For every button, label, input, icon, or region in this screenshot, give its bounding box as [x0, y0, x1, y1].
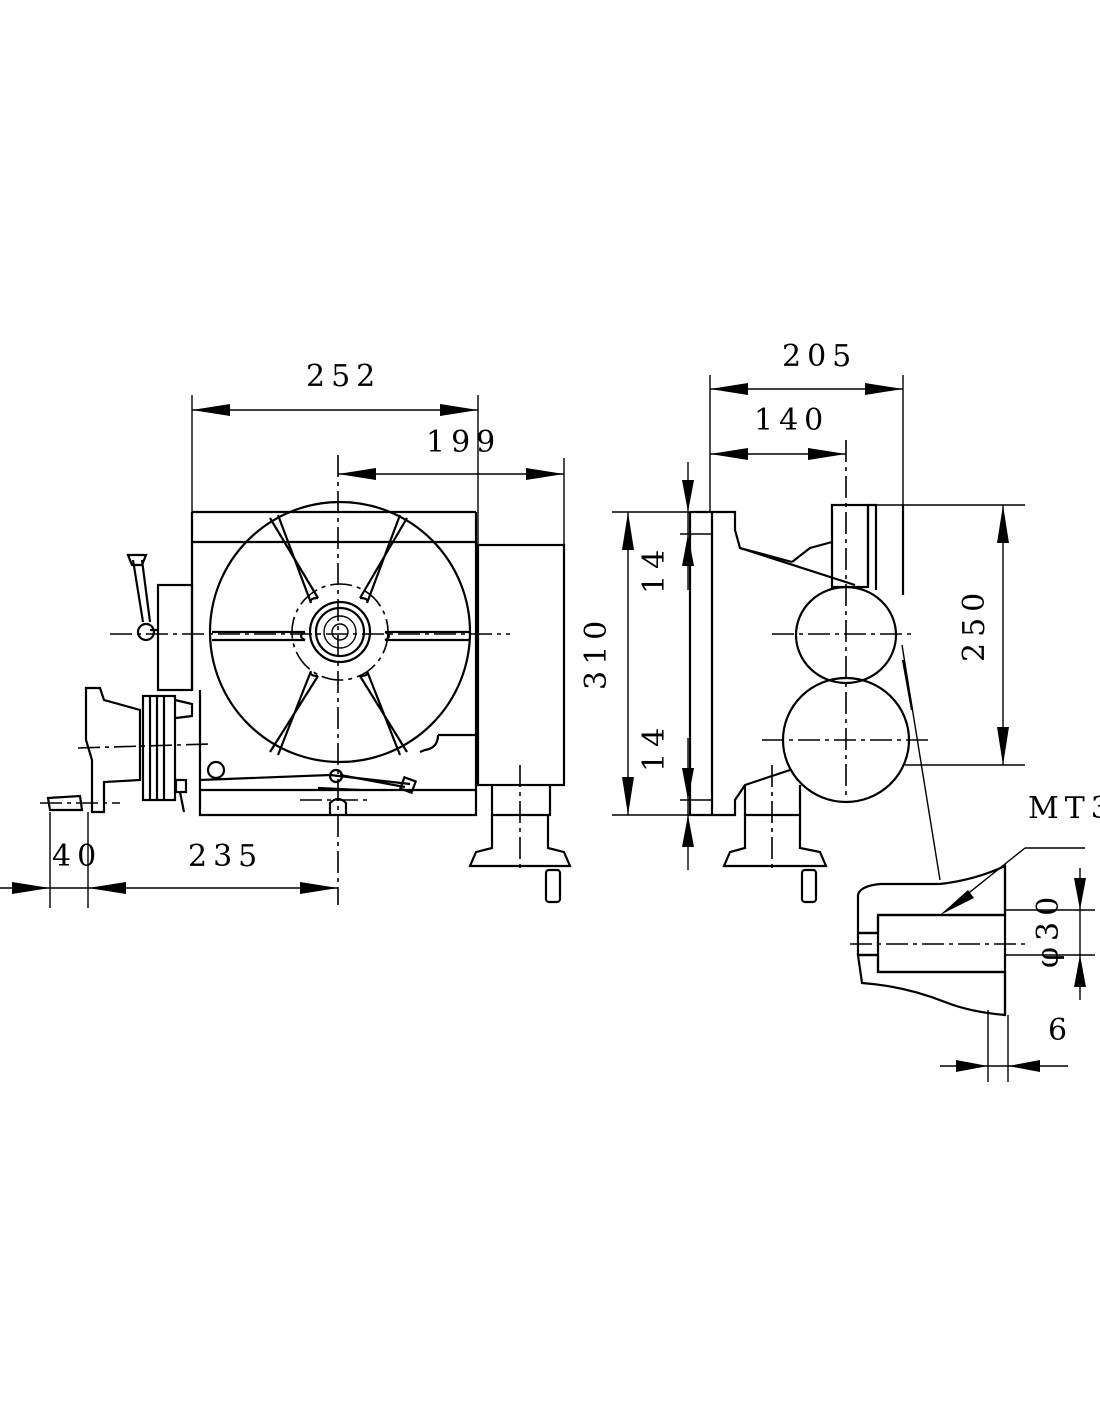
- t-slots: [212, 514, 470, 756]
- front-left-crank: [46, 553, 226, 814]
- front-center-lines: [40, 455, 521, 905]
- dim-235: 235: [188, 839, 263, 874]
- side-center-lines: [762, 440, 930, 870]
- detail-view: MT3 φ30 6: [850, 644, 1100, 1082]
- dim-40: 40: [52, 839, 102, 874]
- dim-310: 310: [579, 615, 614, 690]
- dim-199: 199: [426, 425, 501, 460]
- dim-14-top: 14: [637, 544, 672, 594]
- front-lock-lever: [199, 768, 418, 795]
- dim-phi30: φ30: [1031, 891, 1066, 968]
- dim-14-bottom: 14: [637, 722, 672, 772]
- front-view: 252 199 40 235: [0, 359, 572, 908]
- rotary-table-disc: [208, 500, 472, 764]
- dim-205: 205: [782, 339, 857, 374]
- side-view: 205 140 310 14 14 250: [579, 339, 1025, 904]
- side-body: [688, 503, 914, 904]
- dim-250: 250: [957, 587, 992, 662]
- side-dimensions: [612, 375, 1025, 870]
- dim-140: 140: [754, 403, 829, 438]
- label-mt3: MT3: [1028, 791, 1100, 826]
- dim-6: 6: [1048, 1013, 1073, 1048]
- front-dimensions: [0, 395, 565, 908]
- dim-252: 252: [306, 359, 381, 394]
